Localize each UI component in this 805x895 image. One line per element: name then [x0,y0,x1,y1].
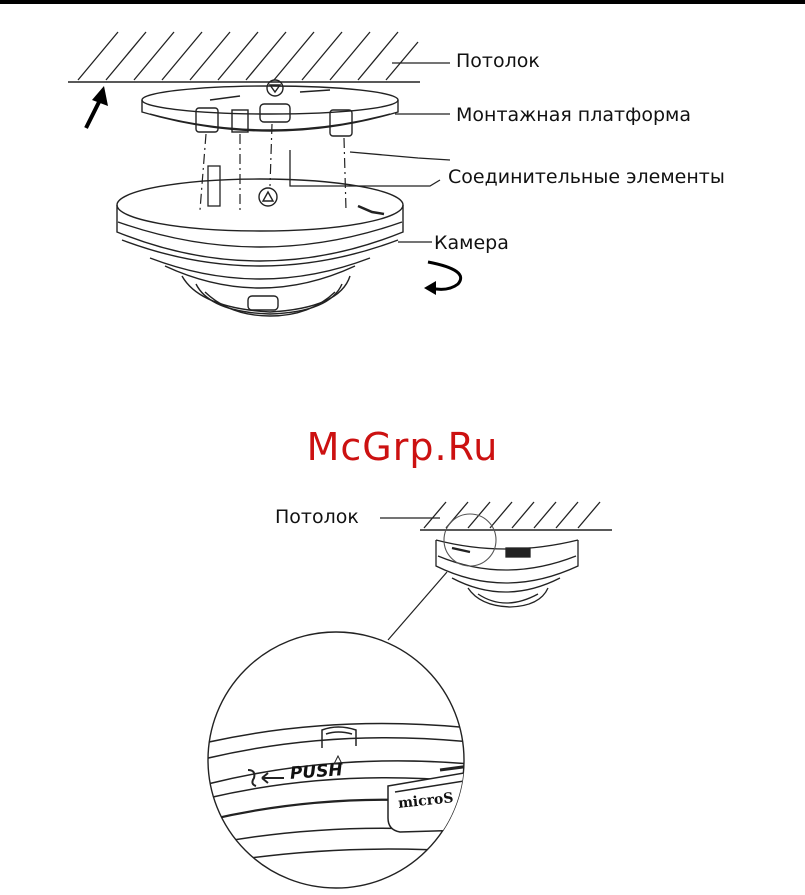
zoom-marker-circle [444,514,496,566]
connector-post [208,166,220,206]
label-connecting-elements: Соединительные элементы [448,168,725,187]
rotate-arrow-icon [424,262,461,295]
mounting-platform-drawing [142,80,398,136]
watermark-text: McGrp.Ru [0,428,805,466]
mounted-camera-drawing [436,540,578,607]
label-camera: Камера [434,234,509,253]
ceiling-hatch-top [68,32,420,82]
lift-arrow-icon [86,86,108,128]
camera-drawing [117,179,403,316]
leader-lines-top [290,63,450,242]
push-label: PUSH [289,762,343,783]
connector-dash-lines [200,124,346,210]
label-ceiling-bottom: Потолок [275,508,359,527]
label-ceiling-top: Потолок [456,52,540,71]
zoom-connector-lines [388,572,447,640]
label-mounting-platform: Монтажная платформа [456,106,691,125]
